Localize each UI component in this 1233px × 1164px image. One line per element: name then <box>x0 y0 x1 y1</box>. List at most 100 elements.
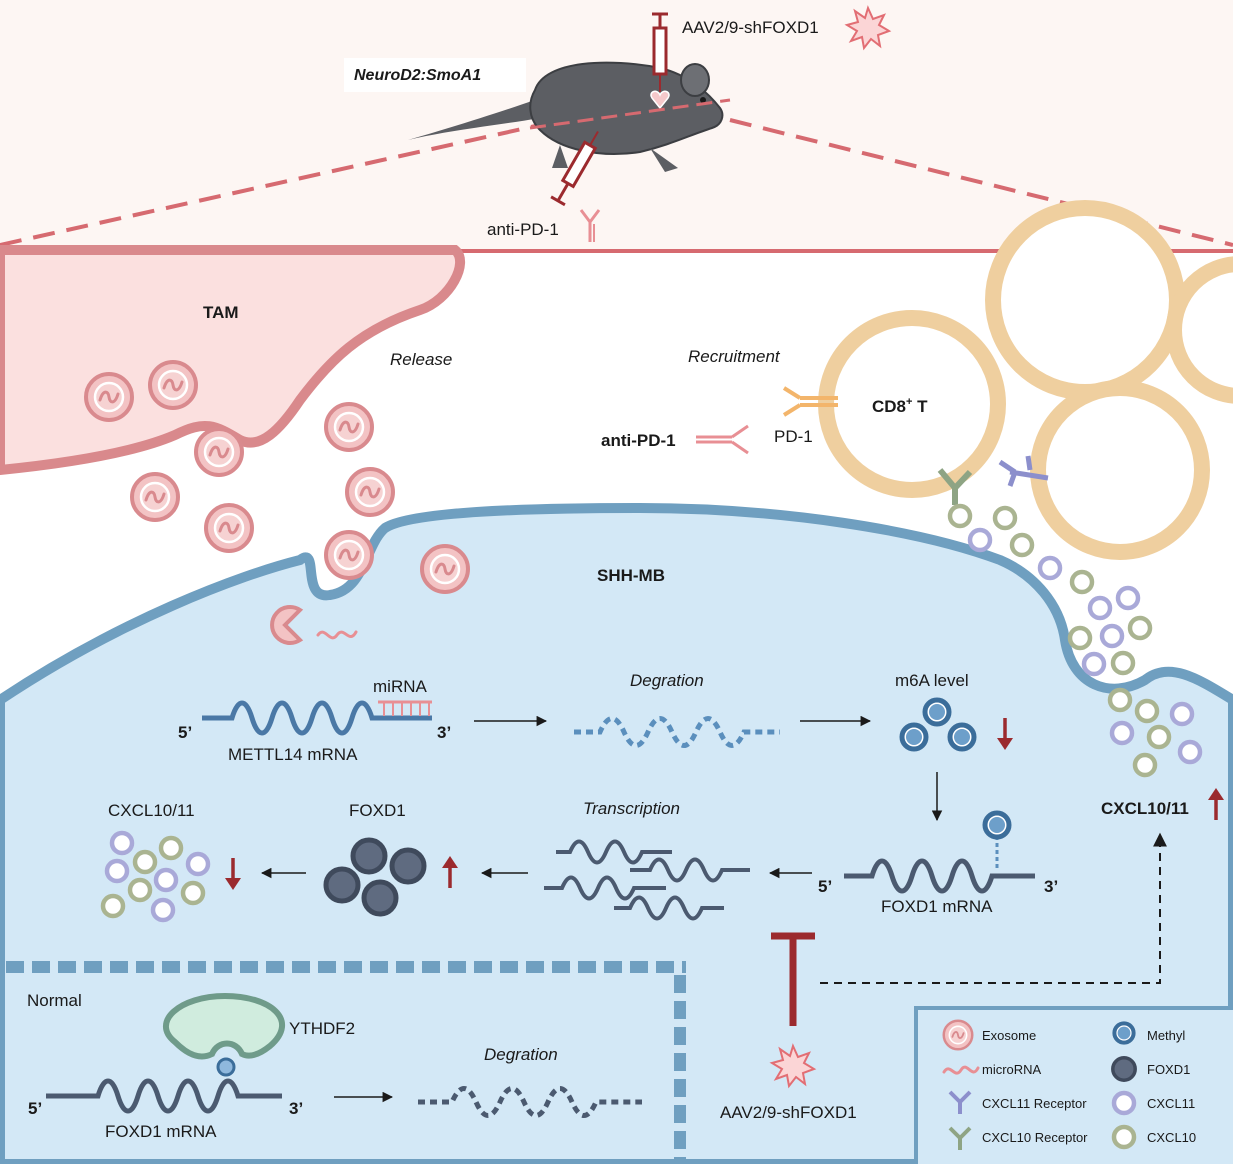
degration-label-top: Degration <box>630 671 704 690</box>
foxd1-mrna-three-prime: 3’ <box>1044 877 1058 896</box>
zoom-line-right <box>729 118 1233 247</box>
degraded-mettl14 <box>574 716 780 748</box>
foxd1-mrna-label: FOXD1 mRNA <box>881 897 993 916</box>
transcripts-icon <box>544 839 750 921</box>
cxcl11-dot <box>1180 742 1200 762</box>
exosome-7 <box>345 467 395 517</box>
legend-cxcl10-receptor: CXCL10 Receptor <box>982 1130 1088 1145</box>
methyl-dot <box>925 700 949 724</box>
mettl14-five-prime: 5’ <box>178 723 192 742</box>
mouse-dash <box>529 98 731 130</box>
normal-five-prime: 5’ <box>28 1099 42 1118</box>
degraded-foxd1 <box>418 1086 642 1118</box>
mouse-model-label: NeuroD2:SmoA1 <box>354 67 481 84</box>
legend-cxcl10-receptor-icon <box>948 1126 972 1150</box>
cxcl10-dot <box>950 506 970 526</box>
cxcl10-dot <box>161 838 181 858</box>
mettl14-three-prime: 3’ <box>437 723 451 742</box>
foxd1-label: FOXD1 <box>349 801 406 820</box>
cxcl10-dot <box>103 896 123 916</box>
legend-cxcl11-icon <box>1114 1093 1134 1113</box>
tcell-top-right <box>1166 256 1233 404</box>
tcell-bottom-right <box>1030 380 1210 560</box>
cxcl10-dot <box>183 883 203 903</box>
release-label: Release <box>390 350 452 369</box>
m6a-level-label: m6A level <box>895 671 969 690</box>
legend-foxd1: FOXD1 <box>1147 1062 1190 1077</box>
cxcl10-dot <box>1130 618 1150 638</box>
cxcl10-dot <box>135 852 155 872</box>
cd8-label: CD8+ T <box>872 396 928 416</box>
cxcl11-dot <box>188 854 208 874</box>
cxcl10-dot <box>1070 628 1090 648</box>
cxcl11-dot <box>112 833 132 853</box>
cxcl11-dot <box>153 900 173 920</box>
cxcl10-dot <box>1137 701 1157 721</box>
cd8-label-box <box>862 389 956 423</box>
degration-label-bottom: Degration <box>484 1045 558 1064</box>
tcell-top-left <box>985 200 1185 400</box>
cxcl10-dot <box>1110 690 1130 710</box>
cxcl11-dot <box>1090 598 1110 618</box>
exosome-1 <box>84 372 134 422</box>
cxcl11-dot <box>1084 654 1104 674</box>
cxcl10-receptor-icon <box>937 468 973 505</box>
exosome-8 <box>324 530 374 580</box>
cxcl10-dot <box>1012 535 1032 555</box>
cxcl11-dot <box>970 530 990 550</box>
methyl-mark-icon <box>985 813 1009 837</box>
cxcl10-dot <box>130 880 150 900</box>
legend-cxcl10-icon <box>1114 1127 1134 1147</box>
legend-microrna-icon <box>942 1065 980 1075</box>
exosome-3 <box>194 427 244 477</box>
opened-exosome-icon <box>270 605 358 645</box>
transcription-label: Transcription <box>583 799 680 818</box>
zoom-line-left <box>0 123 541 247</box>
antipd1-label: anti-PD-1 <box>601 431 676 450</box>
legend-cxcl11-receptor: CXCL11 Receptor <box>982 1096 1087 1111</box>
exosome-4 <box>324 402 374 452</box>
cxcl11-dot <box>107 861 127 881</box>
cxcl11-receptor-icon <box>998 455 1049 487</box>
mouse-icon <box>408 61 724 172</box>
normal-foxd1-mrna-label: FOXD1 mRNA <box>105 1122 217 1141</box>
aav-bottom-label: AAV2/9-shFOXD1 <box>720 1103 857 1122</box>
syringe-bottom-icon <box>550 131 599 207</box>
legend-cxcl10: CXCL10 <box>1147 1130 1196 1145</box>
legend-exosome: Exosome <box>982 1028 1036 1043</box>
normal-label: Normal <box>27 991 82 1010</box>
syringe-top-icon <box>652 12 668 92</box>
antipd1-top-label: anti-PD-1 <box>487 220 559 239</box>
mirna-bound-icon <box>378 700 432 716</box>
dashed-path-to-cxcl <box>820 832 1167 984</box>
exosome-2 <box>148 360 198 410</box>
tumor-label: SHH-MB <box>597 566 665 585</box>
legend-exosome-icon <box>942 1019 974 1051</box>
cxcl10-dot <box>1149 727 1169 747</box>
foxd1-protein <box>326 869 358 901</box>
tam-label: TAM <box>203 303 239 322</box>
foxd1-mrna-normal <box>46 1078 282 1114</box>
recruitment-label: Recruitment <box>688 347 781 366</box>
mettl14-mrna <box>202 700 432 736</box>
foxd1-mrna-methylated <box>844 858 1035 894</box>
cxcl11-dot <box>1172 704 1192 724</box>
foxd1-mrna-five-prime: 5’ <box>818 877 832 896</box>
cxcl10-dot <box>1072 572 1092 592</box>
methyl-dot <box>902 725 926 749</box>
ythdf2-label: YTHDF2 <box>289 1019 355 1038</box>
pd1-receptor-icon <box>782 386 838 417</box>
exosome-5 <box>130 472 180 522</box>
exosome-9 <box>420 544 470 594</box>
methyl-dot <box>950 725 974 749</box>
aav-top-label: AAV2/9-shFOXD1 <box>682 18 819 37</box>
legend-methyl: Methyl <box>1147 1028 1185 1043</box>
legend-microrna: microRNA <box>982 1062 1042 1077</box>
legend-cxcl11-receptor-icon <box>948 1090 972 1114</box>
exosome-6 <box>204 503 254 553</box>
mirna-label: miRNA <box>373 677 427 696</box>
legend-methyl-icon <box>1114 1023 1133 1042</box>
mettl14-mrna-label: METTL14 mRNA <box>228 745 358 764</box>
antipd1-antibody-icon <box>696 424 749 455</box>
